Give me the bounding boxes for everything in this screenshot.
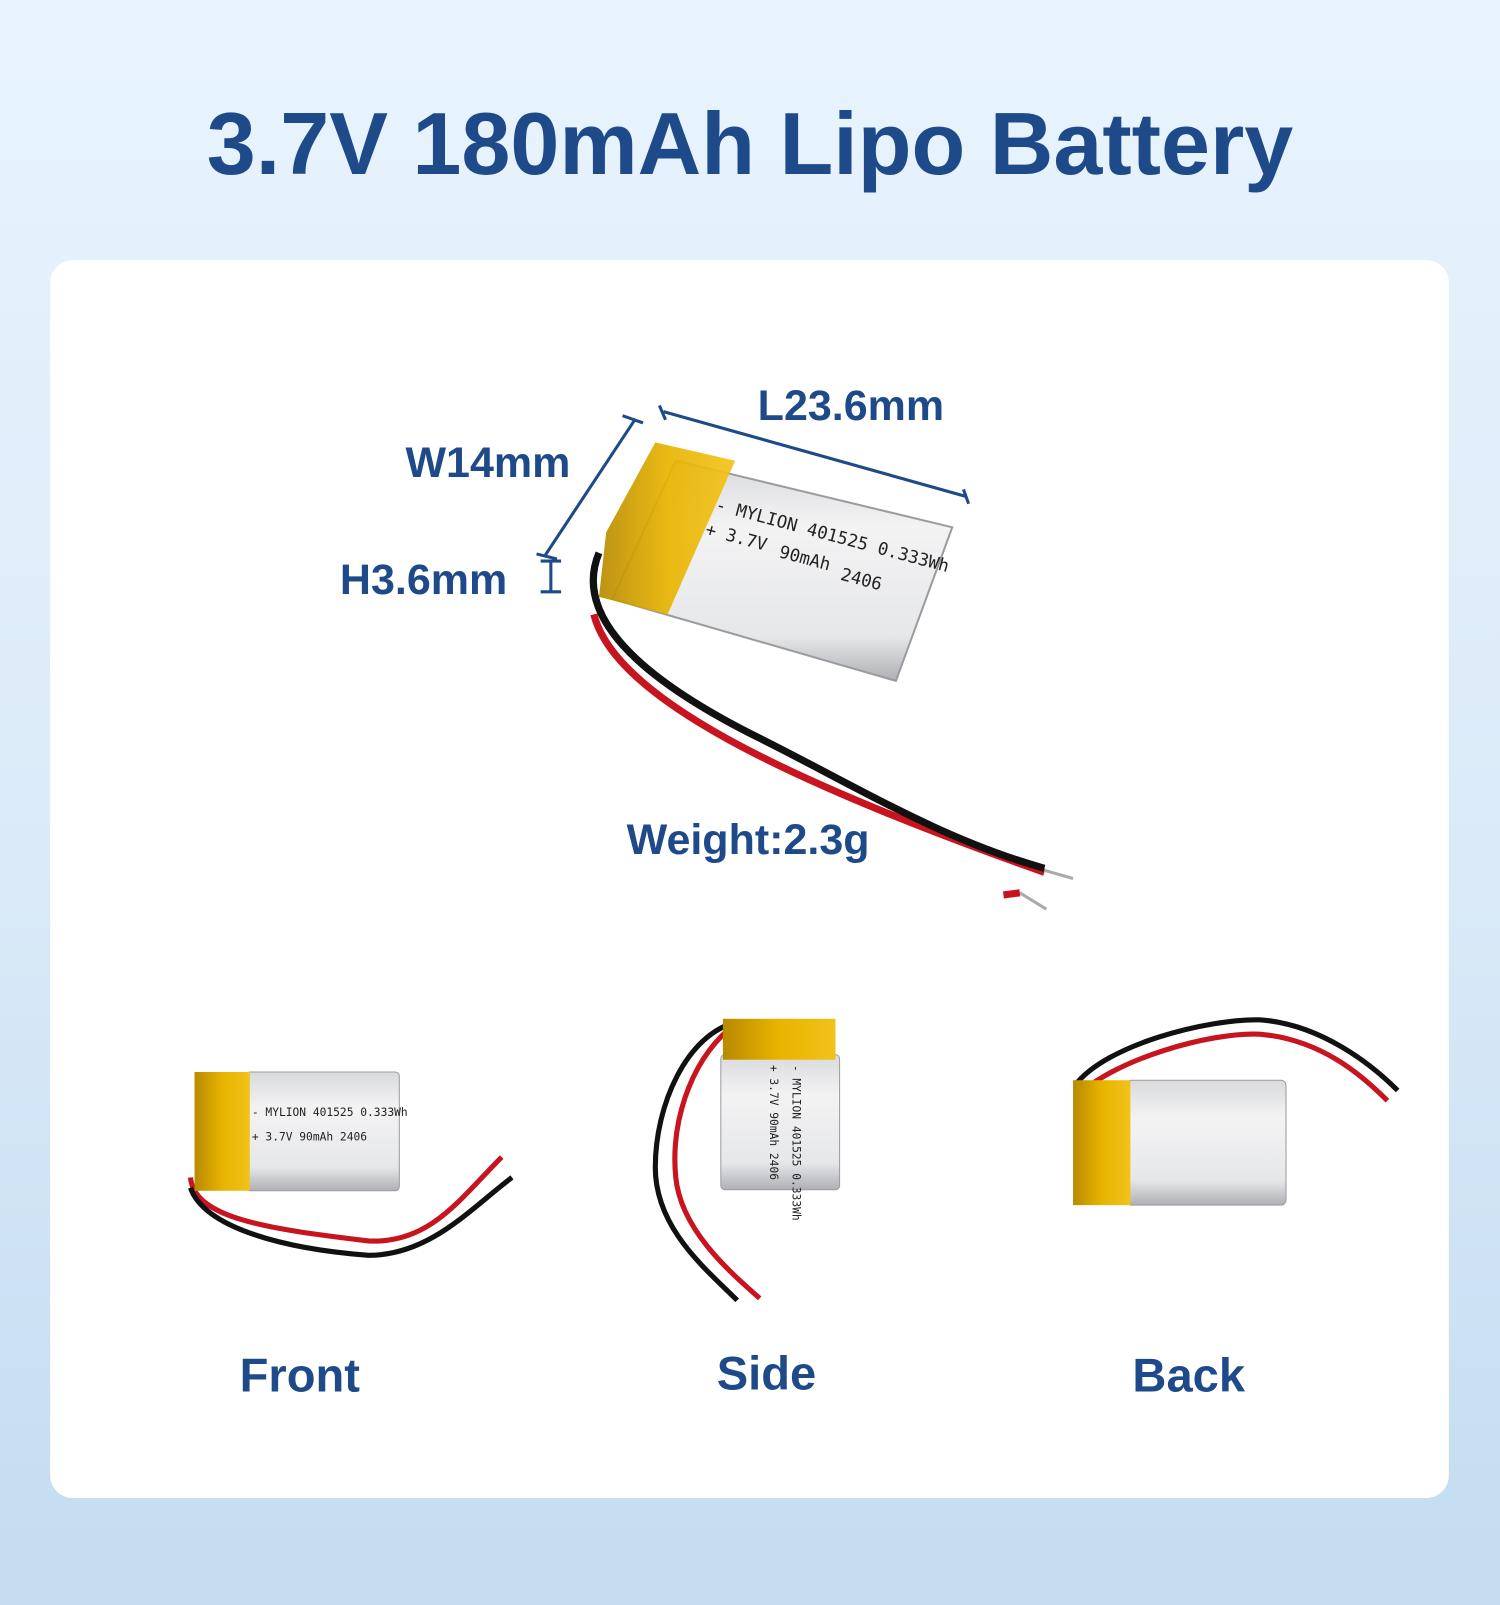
svg-text:+ 3.7V 90mAh 2406: + 3.7V 90mAh 2406 [767, 1065, 780, 1180]
svg-text:+ 3.7V 90mAh 2406: + 3.7V 90mAh 2406 [252, 1131, 367, 1144]
main-battery-photo: - MYLION 401525 0.333Wh + 3.7V 90mAh 240… [589, 442, 1074, 911]
width-dimension-line [536, 414, 644, 561]
height-dimension-line [540, 559, 562, 594]
svg-text:- MYLION 401525 0.333Wh: - MYLION 401525 0.333Wh [252, 1106, 408, 1119]
height-label: H3.6mm [339, 554, 508, 604]
front-view-battery-photo: - MYLION 401525 0.333Wh + 3.7V 90mAh 240… [187, 1071, 514, 1258]
side-view-battery-photo: - MYLION 401525 0.333Wh + 3.7V 90mAh 240… [652, 1018, 841, 1303]
svg-text:- MYLION 401525 0.333Wh: - MYLION 401525 0.333Wh [789, 1065, 802, 1221]
back-view-battery-photo [1073, 1017, 1400, 1206]
length-dimension-line [657, 404, 971, 505]
length-label: L23.6mm [757, 380, 945, 430]
front-view-label: Front [239, 1348, 360, 1402]
side-view-label: Side [716, 1346, 817, 1400]
page-title: 3.7V 180mAh Lipo Battery [206, 95, 1294, 194]
width-label: W14mm [405, 438, 571, 487]
back-view-label: Back [1132, 1348, 1246, 1402]
weight-label: Weight:2.3g [626, 815, 870, 864]
